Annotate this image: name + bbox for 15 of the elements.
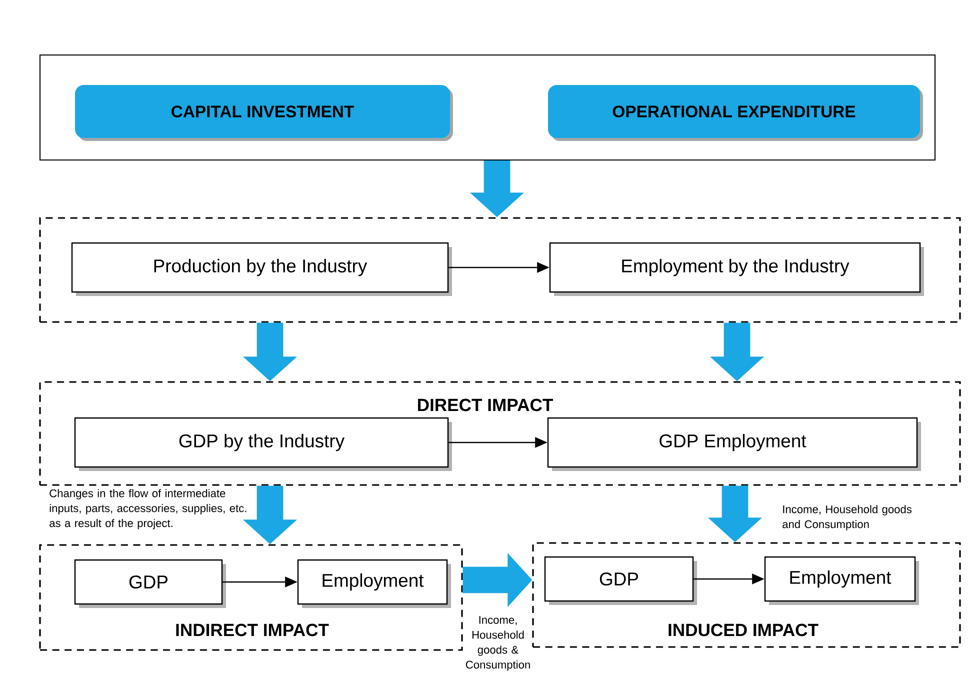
edge-label: Income, Household goods & Consumption [466, 616, 530, 671]
process-box: GDP by the Industry [74, 417, 452, 471]
process-box: Employment [764, 556, 919, 605]
edge-label: Changes in the flow of intermediate inputs, parts, accessories, supplies, etc. as a result of the project. [50, 489, 246, 530]
process-box: GDP [74, 559, 226, 608]
input-box: OPERATIONAL EXPENDITURE [548, 84, 923, 141]
edge-label: Income, Household goods and Consumption [782, 505, 912, 530]
process-box: GDP Employment [547, 417, 921, 471]
dashed-group-box [39, 217, 961, 323]
frame-box [39, 54, 936, 160]
process-box: Employment [297, 559, 451, 608]
process-box: Production by the Industry [71, 242, 452, 296]
process-box: Employment by the Industry [549, 242, 924, 296]
process-box: GDP [544, 556, 697, 605]
input-box: CAPITAL INVESTMENT [75, 84, 453, 141]
